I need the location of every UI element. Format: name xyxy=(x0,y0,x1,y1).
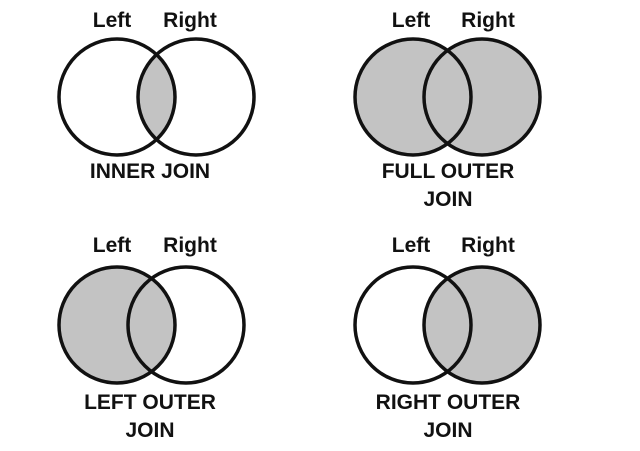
right-set-label: Right xyxy=(461,234,515,257)
right-outer-join-caption-line1: RIGHT OUTER xyxy=(376,391,521,414)
right-set-circle xyxy=(422,37,542,157)
inner-join-panel: Left Right INNER JOIN xyxy=(57,9,256,183)
right-set-label: Right xyxy=(163,9,217,32)
right-set-circle xyxy=(422,265,542,385)
full-outer-join-panel: Left Right FULL OUTER JOIN xyxy=(353,9,542,211)
right-set-fill xyxy=(424,39,540,155)
left-set-label: Left xyxy=(392,9,431,32)
left-set-label: Left xyxy=(93,9,132,32)
left-set-circle xyxy=(57,37,177,157)
left-outer-join-caption-line2: JOIN xyxy=(125,419,174,442)
right-set-circle xyxy=(126,265,246,385)
right-outer-join-panel: Left Right RIGHT OUTER JOIN xyxy=(353,234,542,442)
right-outer-join-caption-line2: JOIN xyxy=(423,419,472,442)
left-set-label: Left xyxy=(392,234,431,257)
left-set-circle xyxy=(353,37,473,157)
full-outer-join-caption-line1: FULL OUTER xyxy=(382,160,515,183)
right-set-circle xyxy=(136,37,256,157)
left-set-circle xyxy=(57,265,177,385)
left-set-label: Left xyxy=(93,234,132,257)
left-outer-join-caption-line1: LEFT OUTER xyxy=(84,391,216,414)
inner-join-caption: INNER JOIN xyxy=(90,160,210,183)
right-outer-join-venn xyxy=(353,265,542,385)
right-set-label: Right xyxy=(163,234,217,257)
left-set-circle xyxy=(353,265,473,385)
left-outer-join-venn xyxy=(57,265,246,385)
left-outer-join-panel: Left Right LEFT OUTER JOIN xyxy=(57,234,246,442)
left-set-fill xyxy=(59,267,175,383)
inner-join-venn xyxy=(57,37,256,157)
right-set-fill xyxy=(424,267,540,383)
right-set-label: Right xyxy=(461,9,515,32)
full-outer-join-caption-line2: JOIN xyxy=(423,188,472,211)
full-outer-join-venn xyxy=(353,37,542,157)
